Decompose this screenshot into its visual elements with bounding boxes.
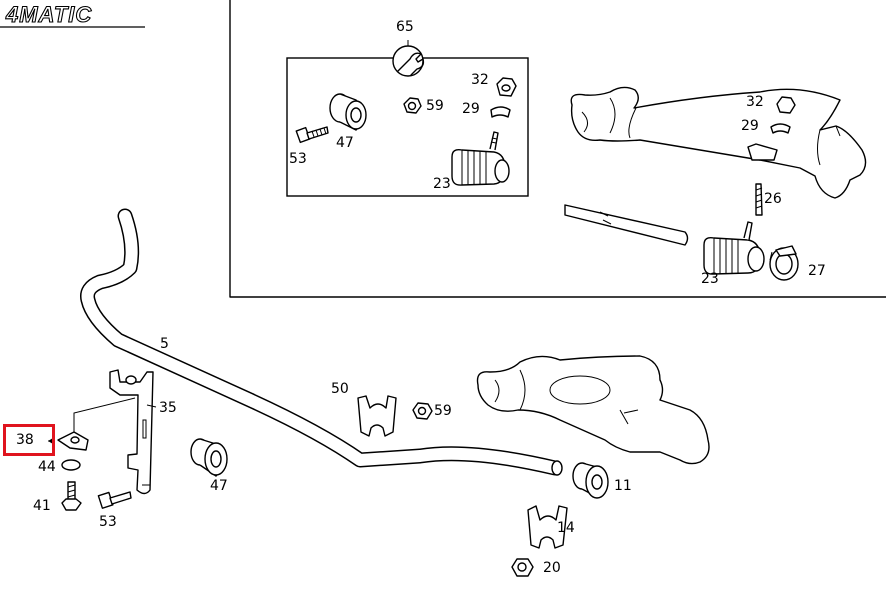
callout-20[interactable]: 20 (543, 560, 561, 576)
bracket-14 (527, 505, 568, 549)
brand-logo-text: 4MATIC (5, 2, 92, 27)
bolt-26 (755, 183, 763, 216)
callout-65[interactable]: 65 (396, 19, 414, 35)
axle-4matic (570, 86, 867, 199)
nut-32-inset (496, 77, 517, 97)
callout-53[interactable]: 53 (289, 151, 307, 167)
washer-29-inset (490, 106, 511, 118)
bolt-53-inset (295, 126, 329, 144)
brand-logo-4matic: 4MATIC (0, 1, 145, 28)
bush-11 (572, 462, 609, 499)
ball-joint-23-axle (703, 221, 765, 275)
washer-29-axle (770, 123, 791, 134)
bracket-50 (357, 395, 397, 437)
callout-59-main[interactable]: 59 (434, 403, 452, 419)
inset-frame-4matic (229, 0, 886, 298)
nut-20 (511, 558, 534, 577)
callout-44[interactable]: 44 (38, 459, 56, 475)
callout-27[interactable]: 27 (808, 263, 826, 279)
callout-38[interactable]: 38 (16, 432, 34, 448)
axle-main (476, 355, 710, 465)
callout-47-main[interactable]: 47 (210, 478, 228, 494)
callout-50[interactable]: 50 (331, 381, 349, 397)
callout-29[interactable]: 29 (462, 101, 480, 117)
bolt-41 (61, 481, 82, 511)
ball-joint-23-inset (451, 131, 510, 186)
callout-35[interactable]: 35 (159, 400, 177, 416)
bush-47 (190, 438, 228, 477)
clip-38 (57, 397, 136, 451)
clamp-27 (769, 245, 799, 281)
callout-53-main[interactable]: 53 (99, 514, 117, 530)
nut-59 (412, 402, 433, 420)
bolt-53 (97, 491, 132, 509)
callout-32[interactable]: 32 (471, 72, 489, 88)
bracket-35 (109, 369, 154, 495)
nut-32-axle (776, 96, 796, 114)
callout-32-axle[interactable]: 32 (746, 94, 764, 110)
callout-29-axle[interactable]: 29 (741, 118, 759, 134)
callout-23[interactable]: 23 (433, 176, 451, 192)
nut-59-inset (403, 97, 422, 114)
bush-47-inset (329, 93, 367, 131)
callout-26[interactable]: 26 (764, 191, 782, 207)
callout-47[interactable]: 47 (336, 135, 354, 151)
wrench-icon (392, 45, 425, 77)
highlighted-part-frame (3, 424, 55, 456)
washer-44 (61, 459, 81, 471)
callout-59[interactable]: 59 (426, 98, 444, 114)
callout-11[interactable]: 11 (614, 478, 632, 494)
callout-41[interactable]: 41 (33, 498, 51, 514)
callout-23-axle[interactable]: 23 (701, 271, 719, 287)
callout-14[interactable]: 14 (557, 520, 575, 536)
tie-rod-4matic (564, 204, 689, 246)
stabilizer-bar (80, 208, 563, 476)
callout-5[interactable]: 5 (160, 336, 169, 352)
